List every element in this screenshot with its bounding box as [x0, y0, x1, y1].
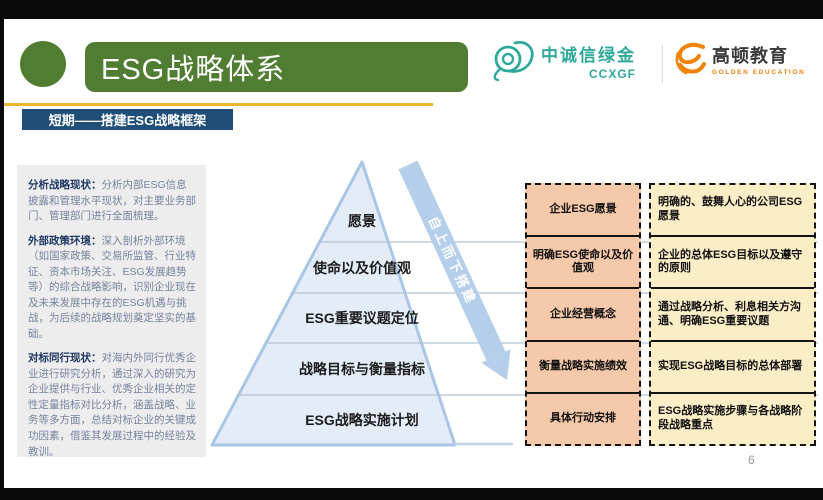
panel-body-benchmarking: 对海内外同行优秀企业进行研究分析，通过深入的研究为企业提供与行业、优秀企业相关的…: [28, 352, 196, 457]
section-badge: 短期——搭建ESG战略框架: [22, 109, 233, 130]
strategy-analysis-panel: 分析战略现状：分析内部ESG信息披露和管理水平现状，对主要业务部门、管理部门进行…: [17, 165, 206, 457]
box-mission: 明确ESG使命以及价值观: [527, 235, 639, 287]
box-measure-performance: 衡量战略实施绩效: [527, 339, 639, 392]
title-dot: [20, 41, 66, 87]
panel-paragraph-external-policy: 外部政策环境：深入剖析外部环境（如国家政策、交易所监管、行业特征、资本市场关注、…: [28, 234, 197, 343]
gaodun-logo-sub: GOLDEN EDUCATION: [712, 69, 806, 76]
section-badge-label: 短期——搭建ESG战略框架: [48, 113, 207, 128]
letterbox-bottom: [0, 488, 823, 500]
box-action-plan: 具体行动安排: [527, 391, 639, 444]
box-desc-goals: 企业的总体ESG目标以及遵守的原则: [651, 235, 814, 287]
pyramid-level-goals: 战略目标与衡量指标: [299, 361, 425, 377]
ccxgf-logo-icon: [493, 40, 534, 82]
ccxgf-logo: 中诚信绿金 CCXGF: [487, 38, 636, 84]
box-desc-deployment: 实现ESG战略目标的总体部署: [651, 339, 814, 392]
panel-body-external-policy: 深入剖析外部环境（如国家政策、交易所监管、行业特征、资本市场关注、ESG发展趋势…: [28, 234, 196, 340]
box-vision: 企业ESG愿景: [549, 203, 617, 216]
ccxgf-logo-name: 中诚信绿金: [541, 46, 636, 65]
pyramid-level-topics: ESG重要议题定位: [305, 310, 419, 326]
gaodun-logo-icon: [675, 42, 706, 75]
pyramid-level-vision: 愿景: [348, 213, 376, 229]
box-desc-vision: 明确的、鼓舞人心的公司ESG愿景: [658, 196, 803, 223]
panel-lead-external-policy: 外部政策环境：: [28, 234, 102, 247]
ccxgf-logo-sub: CCXGF: [589, 67, 636, 81]
box-column-descriptions: 明确的、鼓舞人心的公司ESG愿景 企业的总体ESG目标以及遵守的原则 通过战略分…: [649, 183, 816, 446]
pyramid-level-mission: 使命以及价值观: [313, 260, 411, 276]
panel-lead-current-status: 分析战略现状：: [28, 179, 102, 191]
gaodun-logo-name: 高顿教育: [712, 46, 788, 66]
box-desc-steps: ESG战略实施步骤与各战略阶段战略重点: [651, 391, 814, 444]
pyramid-level-implementation: ESG战略实施计划: [305, 412, 419, 428]
title-bar: ESG战略体系: [85, 42, 468, 92]
gaodun-logo: 高顿教育 GOLDEN EDUCATION: [674, 40, 805, 78]
panel-paragraph-current-status: 分析战略现状：分析内部ESG信息披露和管理水平现状，对主要业务部门、管理部门进行…: [28, 178, 197, 225]
panel-paragraph-benchmarking: 对标同行现状：对海内外同行优秀企业进行研究分析，通过深入的研究为企业提供与行业、…: [28, 351, 197, 457]
accent-line: [0, 103, 433, 106]
panel-lead-benchmarking: 对标同行现状：: [28, 352, 102, 365]
panel-body-current-status: 分析内部ESG信息披露和管理水平现状，对主要业务部门、管理部门进行全面梳理。: [28, 179, 196, 223]
logo-divider: [662, 45, 663, 83]
box-desc-topics: 通过战略分析、利息相关方沟通、明确ESG重要议题: [651, 287, 814, 339]
page-number: 6: [748, 453, 755, 467]
box-business-concept: 企业经营概念: [527, 287, 639, 339]
box-column-actions: 企业ESG愿景 明确ESG使命以及价值观 企业经营概念 衡量战略实施绩效 具体行…: [525, 183, 641, 446]
letterbox-top: [0, 0, 823, 19]
page-title: ESG战略体系: [101, 54, 286, 86]
letterbox-left: [0, 0, 4, 500]
